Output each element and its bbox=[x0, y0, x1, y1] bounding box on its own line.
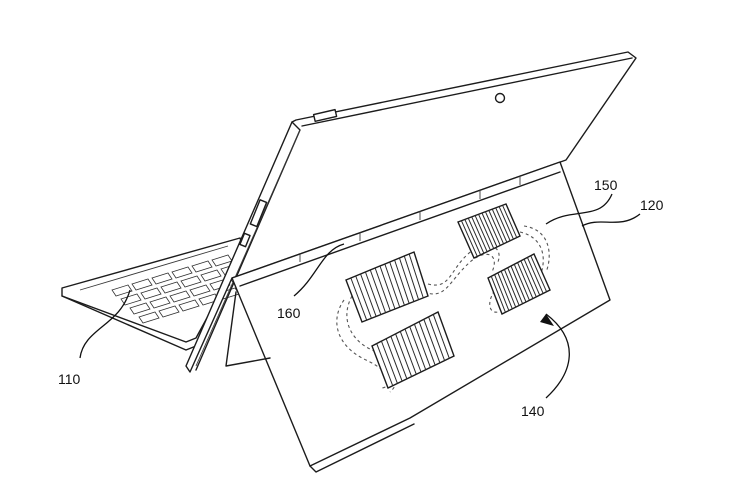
tablet-port-2 bbox=[239, 232, 251, 248]
keyboard-key bbox=[200, 269, 222, 282]
label-150: 150 bbox=[594, 177, 618, 193]
solar-cell bbox=[457, 203, 521, 259]
keyboard-key bbox=[131, 278, 153, 291]
keyboard-key bbox=[189, 284, 211, 297]
keyboard-key bbox=[149, 296, 171, 309]
label-140: 140 bbox=[521, 403, 545, 419]
keyboard-key bbox=[169, 290, 191, 303]
keyboard-key bbox=[120, 293, 142, 306]
solar-cell bbox=[371, 311, 455, 389]
label-110: 110 bbox=[58, 371, 81, 387]
circuit-traces bbox=[336, 225, 550, 393]
keyboard-key bbox=[129, 302, 151, 315]
leader-140 bbox=[545, 313, 570, 399]
arrowhead-140 bbox=[540, 314, 554, 326]
keyboard-key bbox=[158, 305, 180, 318]
label-120: 120 bbox=[640, 197, 664, 213]
keyboard-key bbox=[178, 299, 200, 312]
solar-cell bbox=[487, 253, 551, 315]
keyboard-key bbox=[180, 275, 202, 288]
tablet-port bbox=[249, 199, 268, 228]
keyboard-key bbox=[138, 311, 160, 324]
leader-110 bbox=[79, 289, 131, 359]
keyboard-key bbox=[191, 260, 213, 273]
keyboard-key bbox=[151, 272, 173, 285]
keyboard-key bbox=[160, 281, 182, 294]
keyboard-key bbox=[140, 287, 162, 300]
keyboard-key bbox=[171, 266, 193, 279]
tablet-side-button bbox=[312, 108, 338, 123]
solar-cells bbox=[345, 203, 551, 389]
leader-lines bbox=[79, 193, 641, 399]
label-160: 160 bbox=[277, 305, 301, 321]
leader-160 bbox=[293, 243, 345, 297]
leader-150 bbox=[545, 193, 613, 225]
keyboard-key bbox=[111, 284, 133, 297]
camera-icon bbox=[494, 92, 506, 104]
leader-120 bbox=[581, 213, 641, 227]
solar-cell bbox=[345, 251, 429, 323]
